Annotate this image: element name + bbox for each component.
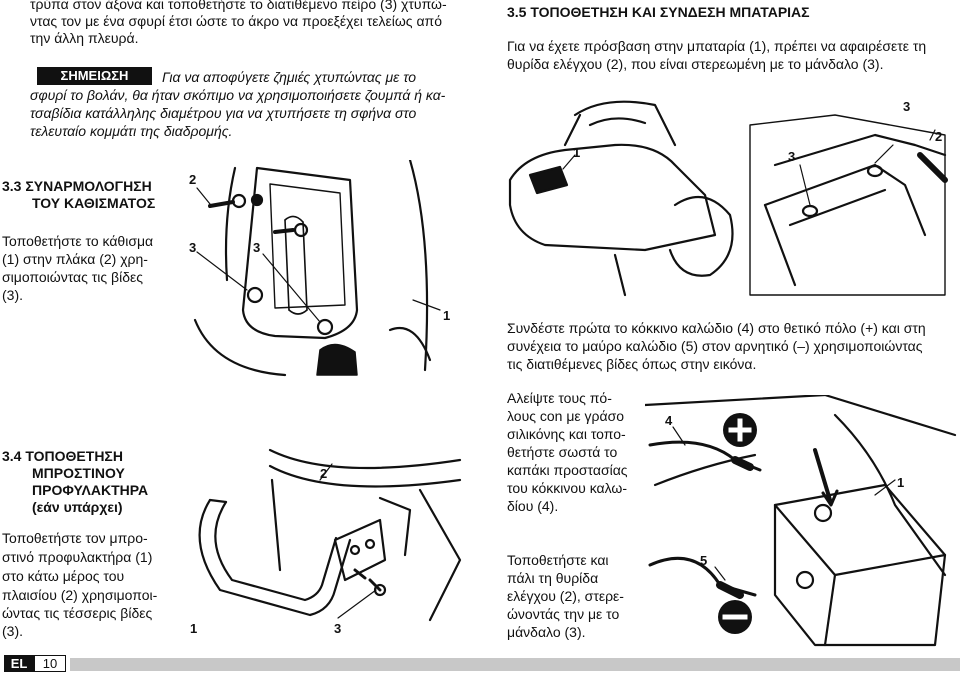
s33-label-2: 2 xyxy=(189,172,196,187)
s34-line-6: (3). xyxy=(2,623,23,639)
s35-refit-line-5: μάνδαλο (3). xyxy=(507,624,586,640)
s35-label-3b: 3 xyxy=(788,149,795,164)
bumper-illustration: 2 1 3 xyxy=(190,448,462,636)
s34-line-3: στο κάτω μέρος του xyxy=(2,568,125,584)
s35-refit-line-1: Τοποθετήστε και xyxy=(507,552,609,568)
s35-grease-line-6: του κόκκινου καλω- xyxy=(507,480,628,496)
footer-bar xyxy=(70,658,960,671)
s33-line-2: (1) στην πλάκα (2) χρη- xyxy=(2,251,148,267)
s33-label-1: 1 xyxy=(443,308,450,323)
intro-line-1: τρύπα στον άξονα και τοποθετήστε το διατ… xyxy=(30,0,447,12)
s35-label-1: 1 xyxy=(573,145,580,160)
seat-illustration: 2 3 3 1 xyxy=(189,160,450,377)
note-line-2: σφυρί το βολάν, θα ήταν σκόπιμο να χρησι… xyxy=(30,87,446,103)
s35-grease-line-5: καπάκι προστασίας xyxy=(507,462,628,478)
s34-heading-2: ΜΠΡΟΣΤΙΝΟΥ xyxy=(32,465,125,481)
s34-line-1: Τοποθετήστε τον μπρο- xyxy=(2,530,148,546)
s33-heading-2: ΤΟΥ ΚΑΘΙΣΜΑΤΟΣ xyxy=(32,195,156,211)
note-badge: ΣΗΜΕΙΩΣΗ xyxy=(37,67,152,85)
s33-line-4: (3). xyxy=(2,287,23,303)
note-line-4: τελευταίο κομμάτι της διαδρομής. xyxy=(30,123,233,139)
s35-line-2: θυρίδα ελέγχου (2), που είναι στερεωμένη… xyxy=(507,56,884,72)
language-badge: EL xyxy=(4,655,34,672)
s34-line-4: πλαισίου (2) χρησιμοποι- xyxy=(2,587,158,603)
s34-label-3: 3 xyxy=(334,621,341,636)
s33-label-3a: 3 xyxy=(189,240,196,255)
s35-connect-line-3: τις διατιθέμενες βίδες όπως στην εικόνα. xyxy=(507,356,757,372)
s34-label-2: 2 xyxy=(320,466,327,481)
s35-grease-line-1: Αλείψτε τους πό- xyxy=(507,390,612,406)
battery-label-5: 5 xyxy=(700,553,707,568)
intro-line-2: ντας τον με ένα σφυρί έτσι ώστε το άκρο … xyxy=(30,13,442,29)
s35-label-2: 2 xyxy=(935,129,942,144)
battery-illustration: 4 1 5 xyxy=(645,395,957,647)
s34-label-1: 1 xyxy=(190,621,197,636)
s35-grease-line-7: δίου (4). xyxy=(507,498,559,514)
s35-label-3a: 3 xyxy=(903,99,910,114)
s35-refit-line-2: πάλι τη θυρίδα xyxy=(507,570,599,586)
s35-heading: 3.5 ΤΟΠΟΘΕΤΗΣΗ ΚΑΙ ΣΥΝΔΕΣΗ ΜΠΑΤΑΡΙΑΣ xyxy=(507,4,810,20)
s35-grease-line-4: θετήστε σωστά το xyxy=(507,444,618,460)
s35-grease-line-2: λους con με γράσο xyxy=(507,408,625,424)
s35-line-1: Για να έχετε πρόσβαση στην μπαταρία (1),… xyxy=(507,38,927,54)
s33-heading-1: 3.3 ΣΥΝΑΡΜΟΛΟΓΗΣΗ xyxy=(2,178,152,194)
s35-refit-line-4: ώνοντάς την με το xyxy=(507,606,620,622)
s33-line-3: σιμοποιώντας τις βίδες xyxy=(2,269,143,285)
s34-line-5: ώντας τις τέσσερις βίδες xyxy=(2,605,153,621)
battery-label-4: 4 xyxy=(665,413,673,428)
tractor-illustration: 3 2 1 3 xyxy=(508,99,948,297)
s33-line-1: Τοποθετήστε το κάθισμα xyxy=(2,233,154,249)
s34-line-2: στινό προφυλακτήρα (1) xyxy=(2,549,153,565)
s35-refit-line-3: ελέγχου (2), στερε- xyxy=(507,588,624,604)
note-line-3: τσαβίδια κατάλληλης διαμέτρου για να χτυ… xyxy=(30,105,417,121)
page-number: 10 xyxy=(34,655,66,672)
intro-line-3: την άλλη πλευρά. xyxy=(30,30,139,46)
s34-heading-1: 3.4 ΤΟΠΟΘΕΤΗΣΗ xyxy=(2,448,123,464)
note-line-1: Για να αποφύγετε ζημιές χτυπώντας με το xyxy=(162,69,417,85)
s34-heading-4: (εάν υπάρχει) xyxy=(32,499,123,515)
battery-label-1: 1 xyxy=(897,475,904,490)
s35-grease-line-3: σιλικόνης και τοπο- xyxy=(507,426,626,442)
s34-heading-3: ΠΡΟΦΥΛΑΚΤΗΡΑ xyxy=(32,482,149,498)
s33-label-3b: 3 xyxy=(253,240,260,255)
s35-connect-line-1: Συνδέστε πρώτα το κόκκινο καλώδιο (4) στ… xyxy=(507,320,926,336)
s35-connect-line-2: συνέχεια το μαύρο καλώδιο (5) στον αρνητ… xyxy=(507,338,923,354)
